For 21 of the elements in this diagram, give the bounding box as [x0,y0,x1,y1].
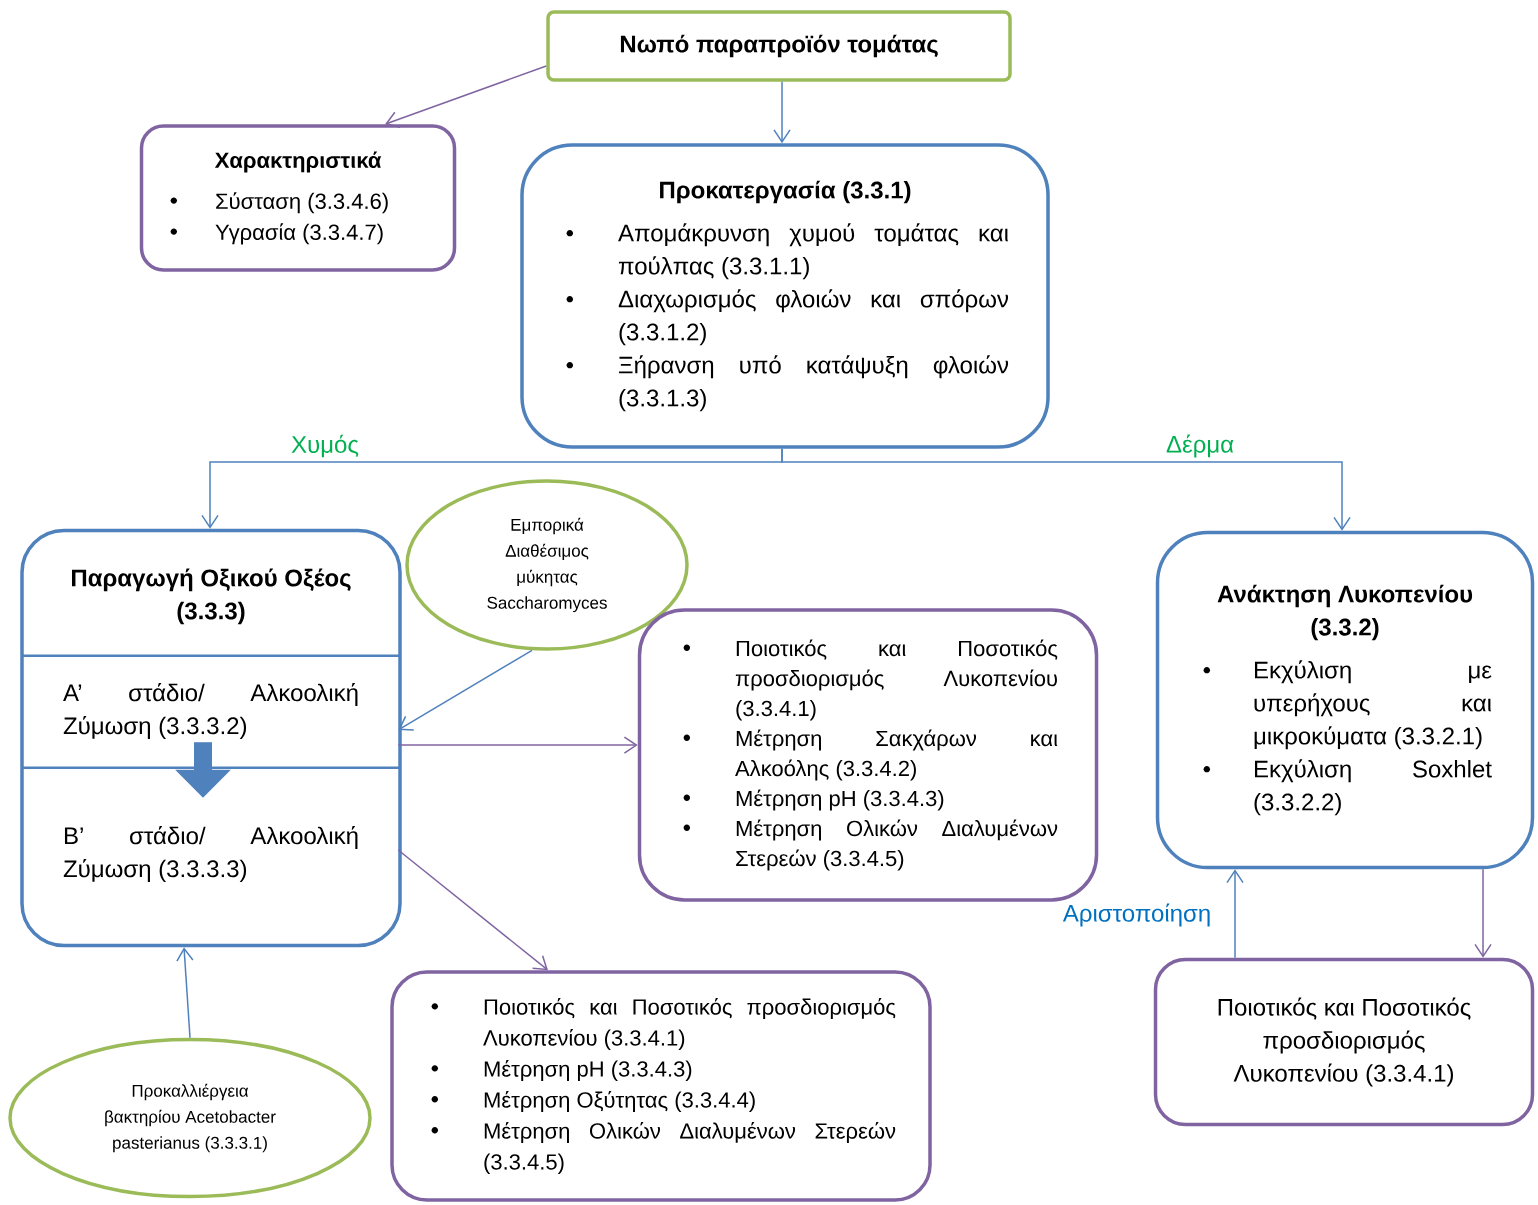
edge-label: Χυμός [289,432,361,460]
process-box: Ανάκτηση Λυκοπενίου (3.3.2) Εκχύλιση με υπερήχους και μικροκύματα (3.3.2.1) Εκχύλιση Soxhlet (3.3.2.2) [1155,530,1535,870]
start-box: Νωπό παραπροϊόν τομάτας [546,10,1012,82]
edge-label: Αριστοποίηση [1060,901,1214,929]
analysis-box: Ποιοτικός και Ποσοτικός προσδιορισμός Λυκοπενίου (3.3.4.1) Μέτρηση Σακχάρων και Αλκοόλης (3.3.4.2) Μέτρηση pH (3.3.4.3) Μέτρηση Ολικών Διαλυμένων Στερεών (3.3.4.5) [637,608,1099,902]
arrow [1226,869,1244,959]
arrow [1474,868,1492,958]
process-box: Προκατεργασία (3.3.1) Απομάκρυνση χυμού τομάτας και πούλπας (3.3.1.1) Διαχωρισμός φλοιών και σπόρων (3.3.1.2) Ξήρανση υπό κατάψυξη φλοιών (3.3.1.3) [520,143,1050,449]
edge-label: Δέρμα [1164,432,1237,460]
analysis-box: Ποιοτικός και Ποσοτικός προσδιορισμός Λυκοπενίου (3.3.4.1) [1153,957,1535,1127]
info-box: Χαρακτηριστικά Σύσταση (3.3.4.6) Υγρασία (3.3.4.7) [139,124,457,272]
arrow [397,849,548,971]
arrow [398,649,533,731]
arrow [773,81,791,144]
arrow [385,65,547,128]
stage-band: Α’ στάδιο/ Αλκοολική Ζύμωση (3.3.3.2) [22,654,400,740]
arrow [176,947,194,1039]
arrow [397,736,638,754]
stage-band: Β’ στάδιο/ Αλκοολική Ζύμωση (3.3.3.3) [22,766,400,883]
arrow [781,448,1351,531]
analysis-box: Ποιοτικός και Ποσοτικός προσδιορισμός Λυκοπενίου (3.3.4.1) Μέτρηση pH (3.3.4.3) Μέτρηση Οξύτητας (3.3.4.4) Μέτρηση Ολικών Διαλυμένων Στερεών (3.3.4.5) [390,970,932,1202]
